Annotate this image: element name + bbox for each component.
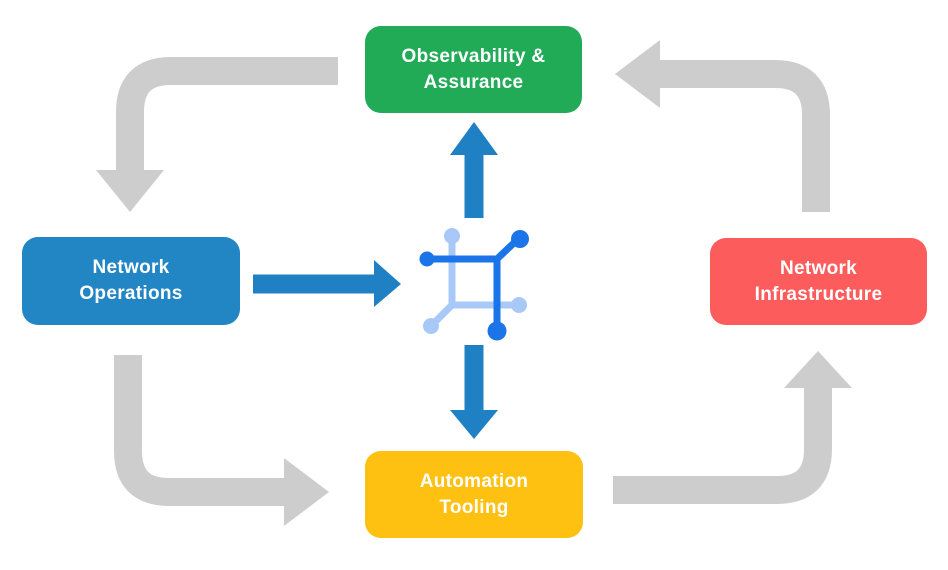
arrow-automation-to-infrastructure: [613, 351, 852, 504]
node-label-line: Operations: [79, 283, 183, 304]
arrow-infrastructure-to-observability: [615, 40, 830, 212]
node-network-infrastructure: Network Infrastructure: [710, 238, 927, 325]
arrow-center-to-observability: [450, 122, 498, 218]
node-network-operations: Network Operations: [22, 237, 240, 325]
node-observability-assurance: Observability & Assurance: [365, 26, 582, 113]
node-label-line: Network: [92, 257, 170, 279]
node-automation-tooling: Automation Tooling: [365, 451, 583, 538]
arrow-operations-to-center: [253, 260, 401, 307]
network-automation-icon: [419, 228, 529, 341]
node-label-line: Network: [779, 257, 858, 279]
arrow-operations-to-automation: [114, 355, 329, 526]
node-label-line: Observability &: [401, 45, 546, 67]
arrow-observability-to-operations: [96, 57, 338, 212]
node-label-line: Automation: [419, 470, 529, 492]
node-label-line: Tooling: [439, 496, 509, 518]
node-label-line: Assurance: [423, 71, 524, 93]
arrow-center-to-automation: [450, 345, 498, 439]
node-label-line: Infrastructure: [754, 283, 883, 305]
